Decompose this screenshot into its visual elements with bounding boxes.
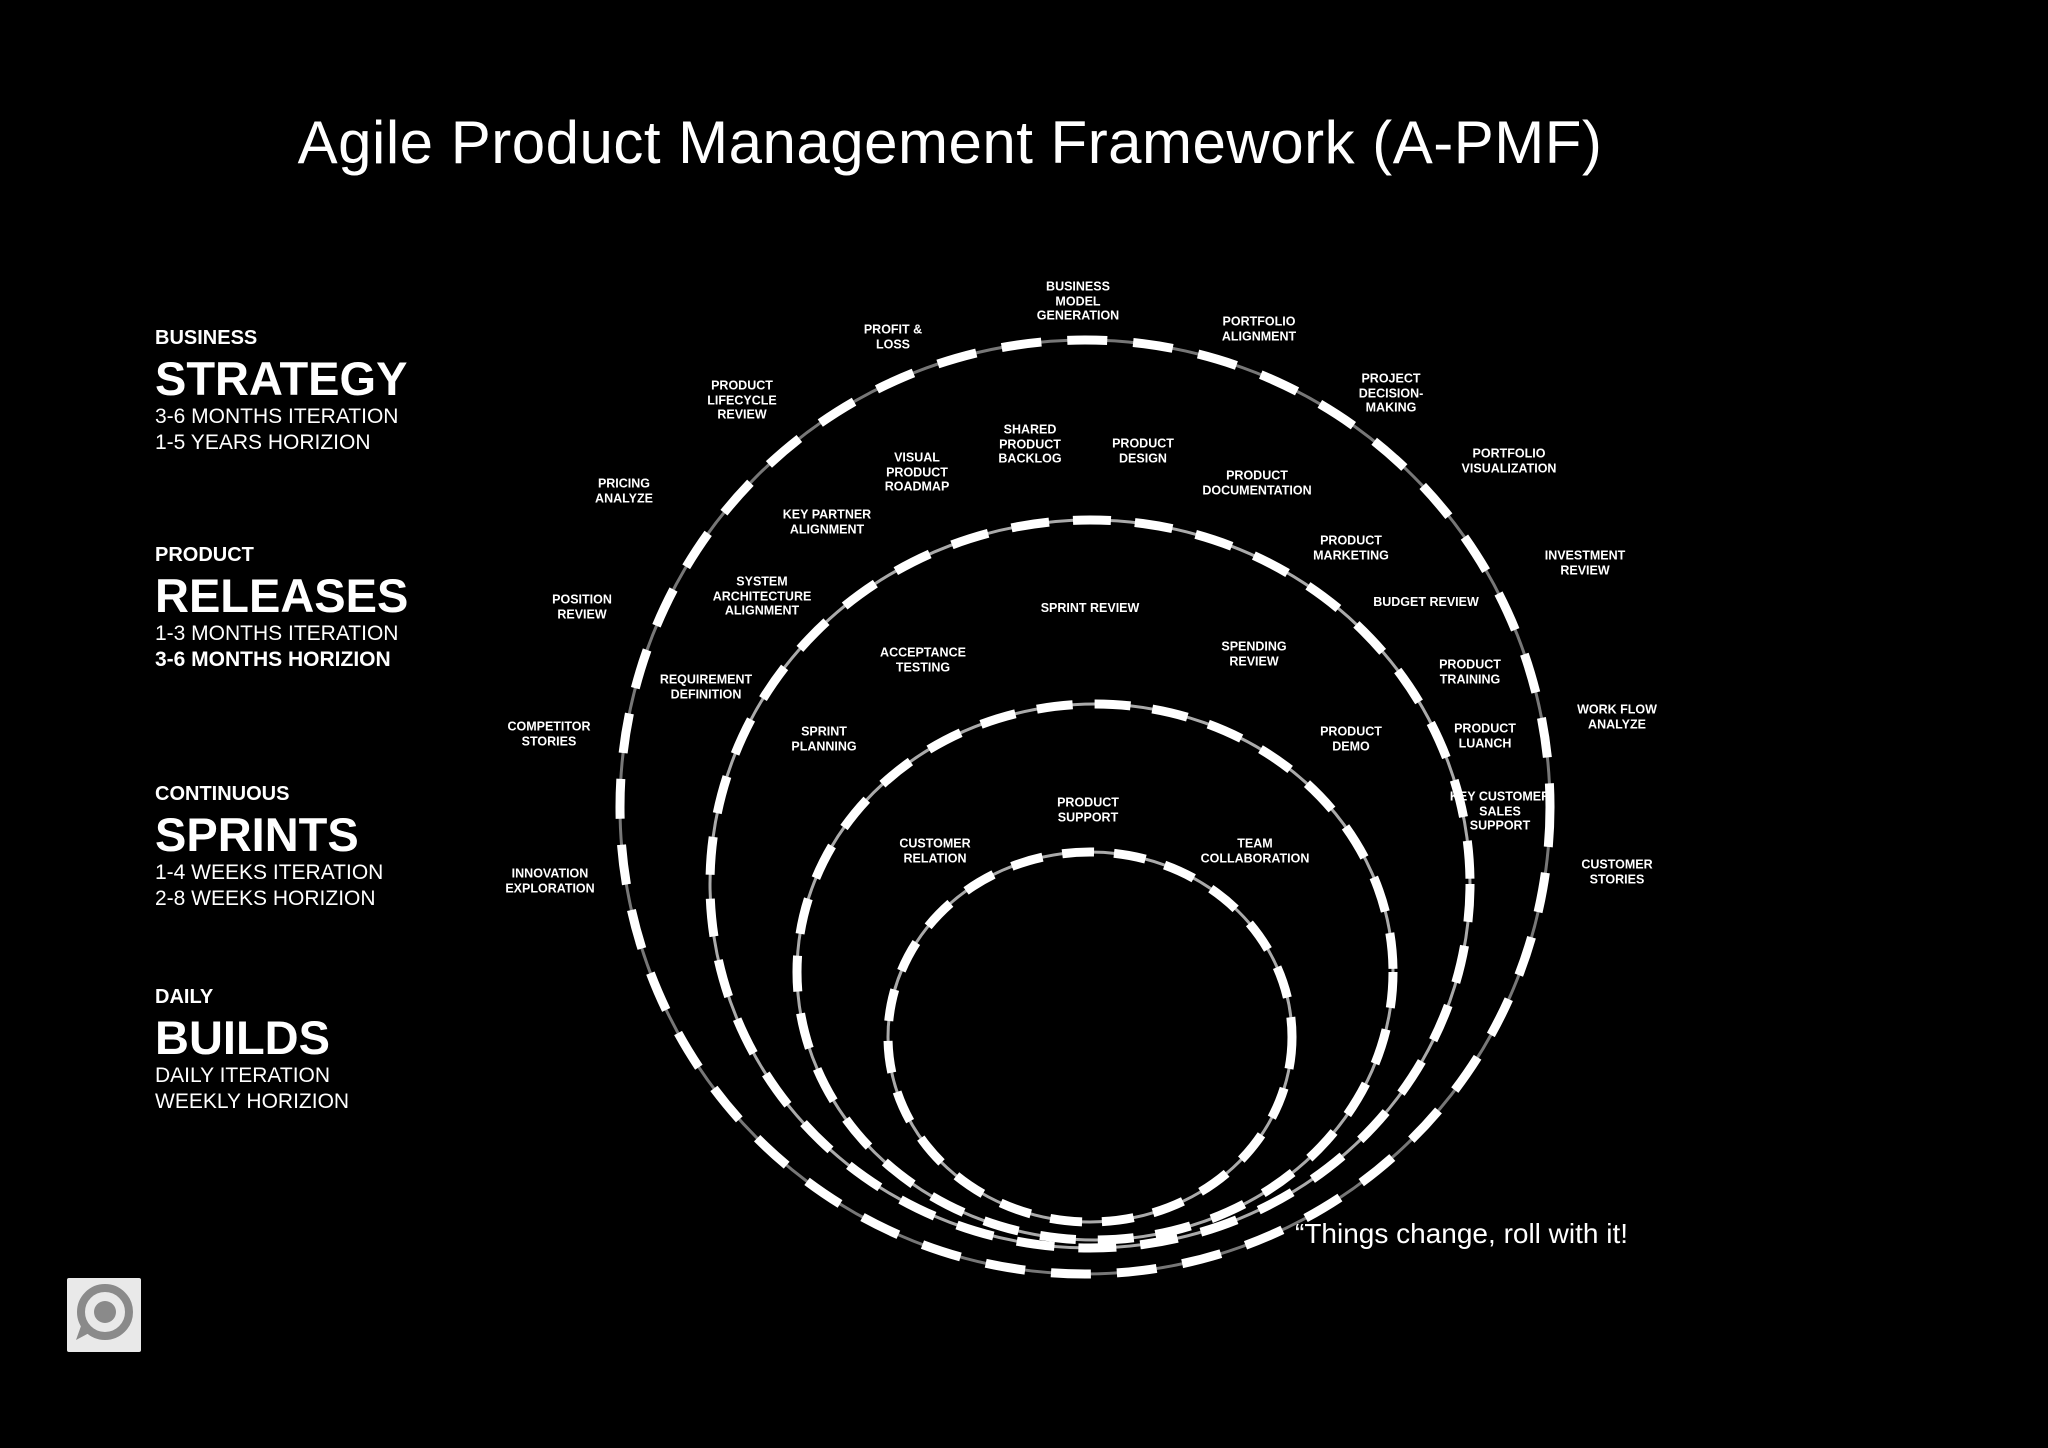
- label-budget-review: BUDGET REVIEW: [1373, 594, 1479, 609]
- legend-kicker: DAILY: [155, 986, 214, 1008]
- loop-sprints: [792, 699, 1398, 1245]
- legend-iteration: 3-6 MONTHS ITERATION: [155, 405, 399, 428]
- legend-iteration: DAILY ITERATION: [155, 1064, 331, 1087]
- label-project-decision-making: PROJECT DECISION- MAKING: [1358, 371, 1424, 415]
- legend-name: SPRINTS: [155, 808, 359, 861]
- label-system-architecture-alignment: SYSTEM ARCHITECTURE ALIGNMENT: [712, 574, 812, 618]
- label-product-support: PRODUCT SUPPORT: [1057, 795, 1119, 825]
- label-shared-product-backlog: SHARED PRODUCT BACKLOG: [998, 422, 1062, 466]
- legend-releases: PRODUCT RELEASES 1-3 MONTHS ITERATION 3-…: [155, 543, 575, 673]
- legend-horizon: 3-6 MONTHS HORIZION: [155, 648, 391, 671]
- label-product-lifecycle-review: PRODUCT LIFECYCLE REVIEW: [707, 378, 777, 422]
- label-portfolio-alignment: PORTFOLIO ALIGNMENT: [1221, 314, 1297, 344]
- label-product-documentation: PRODUCT DOCUMENTATION: [1202, 468, 1312, 498]
- legend-kicker: BUSINESS: [155, 327, 258, 349]
- legend-builds: DAILY BUILDS DAILY ITERATION WEEKLY HORI…: [155, 985, 575, 1115]
- label-product-marketing: PRODUCT MARKETING: [1313, 533, 1389, 563]
- legend-horizon: 1-5 YEARS HORIZION: [155, 431, 371, 454]
- label-spending-review: SPENDING REVIEW: [1221, 639, 1287, 669]
- label-acceptance-testing: ACCEPTANCE TESTING: [880, 645, 966, 675]
- legend-horizon: WEEKLY HORIZION: [155, 1090, 350, 1113]
- label-profit-loss: PROFIT & LOSS: [863, 322, 923, 352]
- legend-iteration: 1-3 MONTHS ITERATION: [155, 622, 399, 645]
- legend-kicker: PRODUCT: [155, 544, 254, 566]
- label-competitor-stories: COMPETITOR STORIES: [507, 719, 591, 749]
- label-work-flow-analyze: WORK FLOW ANALYZE: [1577, 702, 1657, 732]
- loop-builds: [883, 847, 1297, 1227]
- legend-strategy: BUSINESS STRATEGY 3-6 MONTHS ITERATION 1…: [155, 326, 575, 456]
- label-product-luanch: PRODUCT LUANCH: [1454, 721, 1516, 751]
- label-key-customer-sales-support: KEY CUSTOMER SALES SUPPORT: [1449, 789, 1551, 833]
- loop-releases: [705, 515, 1475, 1253]
- legend-name: STRATEGY: [155, 352, 408, 405]
- label-business-model-generation: BUSINESS MODEL GENERATION: [1036, 279, 1120, 323]
- label-visual-product-roadmap: VISUAL PRODUCT ROADMAP: [884, 450, 950, 494]
- label-sprint-review: SPRINT REVIEW: [1040, 600, 1140, 615]
- legend-iteration: 1-4 WEEKS ITERATION: [155, 861, 384, 884]
- label-team-collaboration: TEAM COLLABORATION: [1200, 836, 1310, 866]
- label-position-review: POSITION REVIEW: [552, 592, 612, 622]
- legend-name: BUILDS: [155, 1011, 330, 1064]
- label-customer-relation: CUSTOMER RELATION: [899, 836, 971, 866]
- quote-text: “Things change, roll with it!: [1295, 1218, 1629, 1249]
- label-key-partner-alignment: KEY PARTNER ALIGNMENT: [782, 507, 872, 537]
- label-customer-stories: CUSTOMER STORIES: [1581, 857, 1653, 887]
- label-product-demo: PRODUCT DEMO: [1320, 724, 1382, 754]
- label-portfolio-visualization: PORTFOLIO VISUALIZATION: [1461, 446, 1557, 476]
- label-product-design: PRODUCT DESIGN: [1112, 436, 1174, 466]
- label-investment-review: INVESTMENT REVIEW: [1544, 548, 1626, 578]
- label-pricing-analyze: PRICING ANALYZE: [595, 476, 653, 506]
- label-innovation-exploration: INNOVATION EXPLORATION: [505, 866, 595, 896]
- speech-bubble-target-icon: [67, 1278, 141, 1352]
- legend-horizon: 2-8 WEEKS HORIZION: [155, 887, 376, 910]
- label-requirement-definition: REQUIREMENT DEFINITION: [659, 672, 753, 702]
- loop-strategy: [615, 335, 1555, 1279]
- legend-sprints: CONTINUOUS SPRINTS 1-4 WEEKS ITERATION 2…: [155, 782, 575, 912]
- label-product-training: PRODUCT TRAINING: [1439, 657, 1501, 687]
- label-sprint-planning: SPRINT PLANNING: [791, 724, 857, 754]
- legend-kicker: CONTINUOUS: [155, 783, 290, 805]
- diagram-title: Agile Product Management Framework (A-PM…: [297, 109, 1603, 176]
- legend-name: RELEASES: [155, 569, 409, 622]
